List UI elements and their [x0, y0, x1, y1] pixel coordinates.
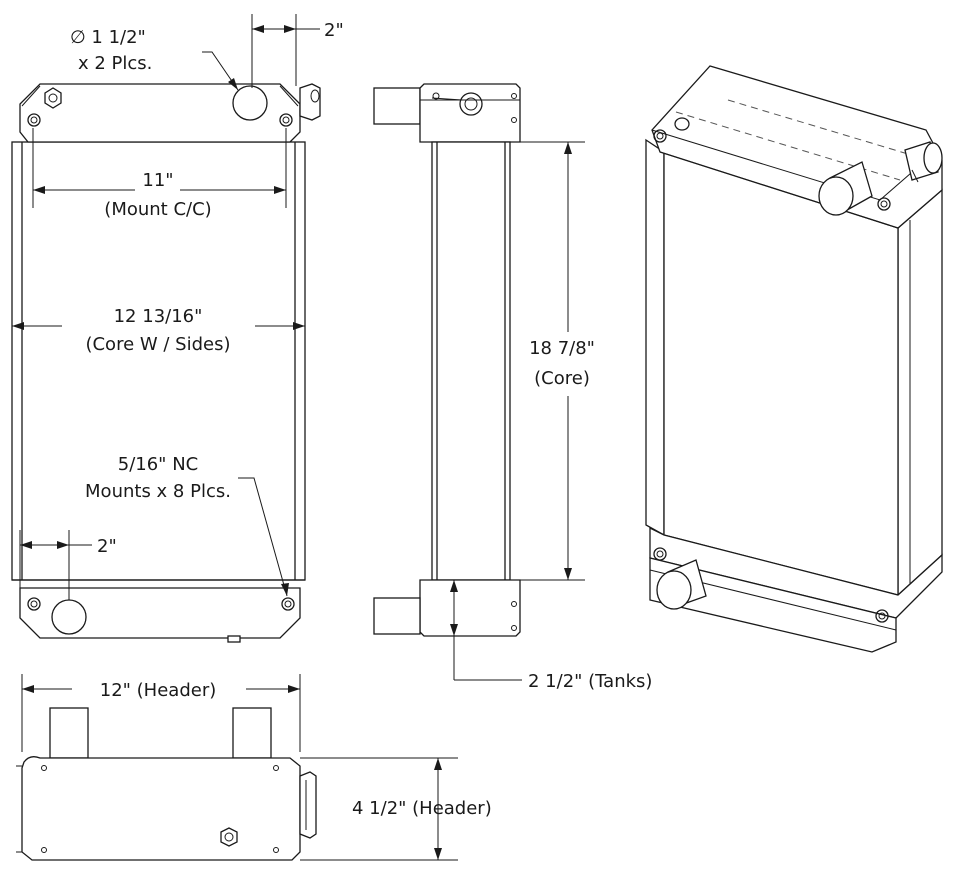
- top-vent-fitting: [299, 771, 317, 839]
- mount-cc-caption: (Mount C/C): [104, 199, 211, 220]
- vent-fitting: [299, 83, 321, 121]
- side-inlet-pipe: [373, 87, 421, 125]
- outlet-offset-label: 2": [97, 536, 117, 557]
- core-width-caption: (Core W / Sides): [85, 334, 230, 355]
- tanks-label: 2 1/2" (Tanks): [528, 671, 652, 692]
- mount-hole-icon: [279, 113, 293, 127]
- isometric-view: [645, 65, 943, 653]
- hex-plug-icon: [44, 87, 62, 109]
- front-top-tank: [19, 83, 301, 143]
- iso-filler-neck: [923, 142, 943, 174]
- inlet-offset-label: 2": [324, 20, 344, 41]
- side-bottom-tank: [419, 579, 521, 637]
- front-bottom-tank: [19, 587, 301, 639]
- mount-count-label: Mounts x 8 Plcs.: [85, 481, 231, 502]
- mount-hole-icon: [27, 597, 41, 611]
- side-outlet-pipe: [373, 597, 421, 635]
- mount-hole-icon: [27, 113, 41, 127]
- core-height-caption: (Core): [534, 368, 590, 389]
- mount-hole-icon: [875, 609, 889, 623]
- top-view: [16, 707, 317, 861]
- top-dimensions: 12" (Header) 4 1/2" (Header): [21, 674, 492, 861]
- mount-hole-icon: [653, 129, 667, 143]
- side-view: [373, 83, 521, 637]
- mount-thread-label: 5/16" NC: [118, 454, 198, 475]
- mount-hole-icon: [877, 197, 891, 211]
- header-width-label: 12" (Header): [100, 680, 217, 701]
- front-dimensions: 2" ∅ 1 1/2" x 2 Plcs. 11" (Mount C/C) 12…: [12, 14, 344, 600]
- header-depth-label: 4 1/2" (Header): [352, 798, 492, 819]
- mount-hole-icon: [281, 597, 295, 611]
- inlet-diameter-label: ∅ 1 1/2": [70, 27, 146, 48]
- hex-plug-icon: [220, 827, 238, 847]
- core-width-value: 12 13/16": [114, 306, 203, 327]
- mount-hole-icon: [653, 547, 667, 561]
- iso-inlet-pipe: [818, 176, 854, 216]
- inlet-pipe: [232, 85, 268, 121]
- inlet-count-label: x 2 Plcs.: [78, 53, 152, 74]
- iso-outlet-pipe: [656, 570, 692, 610]
- top-header: [21, 756, 301, 861]
- mount-cc-value: 11": [142, 170, 173, 191]
- core-height-value: 18 7/8": [529, 338, 595, 359]
- front-view: [11, 83, 321, 643]
- hex-plug-icon: [674, 117, 690, 131]
- outlet-pipe: [51, 599, 87, 635]
- side-core: [431, 141, 511, 581]
- front-core: [11, 141, 306, 581]
- iso-core: [663, 151, 899, 596]
- top-outlet-pipe: [232, 707, 272, 759]
- side-dimensions: 18 7/8" (Core) 2 1/2" (Tanks): [450, 141, 652, 692]
- top-inlet-pipe: [49, 707, 89, 759]
- filler-neck-icon: [459, 92, 483, 116]
